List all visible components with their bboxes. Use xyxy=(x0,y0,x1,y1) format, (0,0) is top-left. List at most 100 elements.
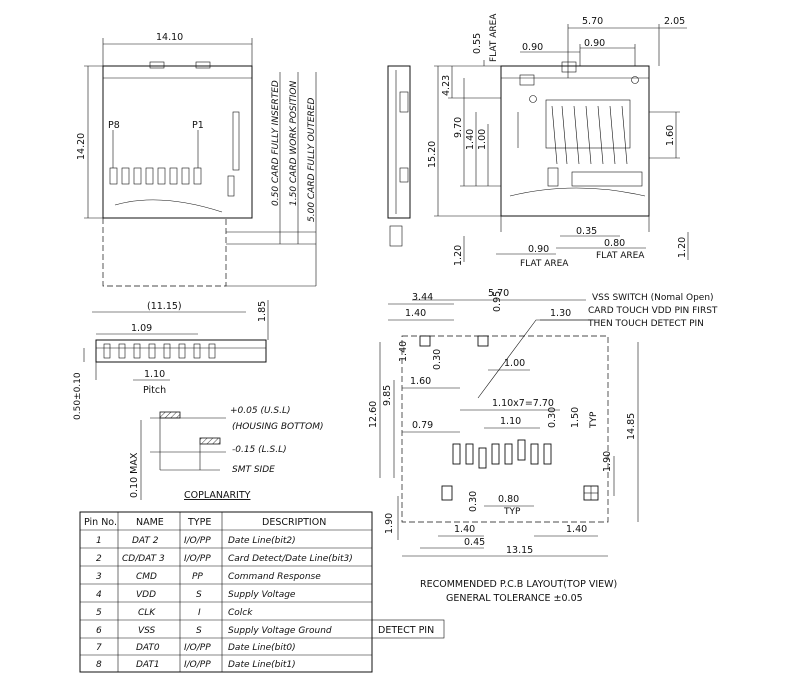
cp-smt: SMT SIDE xyxy=(232,465,275,475)
cell-name: DAT0 xyxy=(136,643,160,653)
rv-140: 1.40 xyxy=(465,129,476,150)
pcb-pads xyxy=(452,439,552,469)
table-header-type: TYPE xyxy=(187,517,211,528)
pcb-190b: 1.90 xyxy=(384,513,395,534)
rv-970: 9.70 xyxy=(453,117,464,138)
cell-type: S xyxy=(196,626,202,636)
cell-name: VSS xyxy=(138,626,156,636)
pcb-095: 0.95 xyxy=(492,291,503,312)
cp-title: COPLANARITY xyxy=(184,490,251,501)
rv-035: 0.35 xyxy=(576,226,597,237)
pcb-985: 9.85 xyxy=(382,385,393,406)
table-header-desc: DESCRIPTION xyxy=(262,517,326,528)
rv-090b: 0.90 xyxy=(584,38,605,49)
pcb-080: 0.80 xyxy=(498,494,519,505)
cell-type: I/O/PP xyxy=(184,554,211,564)
table-row: 6 VSS S Supply Voltage Ground xyxy=(96,626,332,636)
cell-pin: 8 xyxy=(96,660,102,670)
pcb-caption2: GENERAL TOLERANCE ±0.05 xyxy=(446,593,583,604)
rv-100: 1.00 xyxy=(477,129,488,150)
pcb-045: 0.45 xyxy=(464,537,485,548)
rv-flat-bl: FLAT AREA xyxy=(520,259,569,269)
table-header-pin: Pin No. xyxy=(84,517,117,528)
cell-type: I xyxy=(198,608,201,618)
table-row: 8 DAT1 I/O/PP Date Line(bit1) xyxy=(96,660,296,670)
pcb-note1: VSS SWITCH (Nomal Open) xyxy=(592,293,714,303)
pcb-140c: 1.40 xyxy=(454,524,475,535)
pcb-030b: 0.30 xyxy=(547,407,558,428)
rv-090c: 0.90 xyxy=(528,244,549,255)
card-pos-work: 1.50 CARD WORK POSITION xyxy=(289,81,299,206)
pcb-344: 3.44 xyxy=(412,292,433,303)
pcb-1315: 13.15 xyxy=(506,545,533,556)
cell-type: I/O/PP xyxy=(184,660,211,670)
cell-pin: 1 xyxy=(96,536,102,546)
table-header-name: NAME xyxy=(136,517,164,528)
cell-name: CLK xyxy=(138,608,156,618)
rv-flat-top: FLAT AREA xyxy=(489,13,499,62)
cell-desc: Colck xyxy=(228,608,253,618)
cell-pin: 3 xyxy=(96,572,102,582)
cell-pin: 4 xyxy=(96,590,102,600)
rv-205: 2.05 xyxy=(664,16,685,27)
pcb-130: 1.30 xyxy=(550,308,571,319)
top-view: 14.10 14.20 P8 P1 xyxy=(76,32,317,287)
table-row: 3 CMD PP Command Response xyxy=(96,572,321,582)
sv-109: 1.09 xyxy=(131,323,152,334)
rv-080: 0.80 xyxy=(604,238,625,249)
pcb-layout: 5.70 3.44 1.40 0.95 1.30 1.40 0.30 1.00 … xyxy=(368,288,718,604)
pcb-570: 5.70 xyxy=(488,288,509,299)
cell-pin: 7 xyxy=(96,643,102,653)
p1-label: P1 xyxy=(192,120,204,131)
rv-120a: 1.20 xyxy=(453,245,464,266)
cp-usl: +0.05 (U.S.L) xyxy=(230,406,291,416)
table-row: 2 CD/DAT 3 I/O/PP Card Detect/Date Line(… xyxy=(96,554,353,564)
pcb-110: 1.10 xyxy=(500,416,521,427)
pcb-typ2: TYP xyxy=(503,507,521,517)
cell-type: PP xyxy=(192,572,203,582)
sv-050: 0.50±0.10 xyxy=(73,372,83,420)
pcb-140b: 1.40 xyxy=(398,341,409,362)
detect-pin-label: DETECT PIN xyxy=(378,625,434,636)
table-row: 4 VDD S Supply Voltage xyxy=(96,590,296,600)
cell-pin: 6 xyxy=(96,626,102,636)
cell-desc: Supply Voltage Ground xyxy=(228,626,332,636)
pcb-030a: 0.30 xyxy=(432,349,443,370)
pcb-typ1: TYP xyxy=(589,411,599,429)
rv-flat-br: FLAT AREA xyxy=(596,251,645,261)
top-contacts xyxy=(109,130,202,185)
cell-type: S xyxy=(196,590,202,600)
table-row: 1 DAT 2 I/O/PP Date Line(bit2) xyxy=(96,536,296,546)
cell-name: DAT1 xyxy=(136,660,160,670)
sv-110: 1.10 xyxy=(144,369,165,380)
cp-housing: (HOUSING BOTTOM) xyxy=(232,422,324,432)
right-contacts xyxy=(551,105,628,165)
pcb-030c: 0.30 xyxy=(468,491,479,512)
cell-name: VDD xyxy=(136,590,156,600)
rv-570: 5.70 xyxy=(582,16,603,27)
pcb-caption1: RECOMMENDED P.C.B LAYOUT(TOP VIEW) xyxy=(420,579,617,590)
cell-desc: Date Line(bit2) xyxy=(228,536,296,546)
cell-pin: 2 xyxy=(96,554,102,564)
pcb-140d: 1.40 xyxy=(566,524,587,535)
pcb-1485: 14.85 xyxy=(626,413,637,440)
top-width-dim: 14.10 xyxy=(156,32,183,43)
p8-label: P8 xyxy=(108,120,120,131)
side-view: (11.15) 1.09 1.85 1.10 Pitch 0.50±0.10 xyxy=(73,300,269,420)
pcb-note2: CARD TOUCH VDD PIN FIRST xyxy=(588,306,718,316)
cell-type: I/O/PP xyxy=(184,643,211,653)
pcb-140a: 1.40 xyxy=(405,308,426,319)
cell-name: CMD xyxy=(136,572,157,582)
card-pos-outered: 5.00 CARD FULLY OUTERED xyxy=(307,98,317,222)
pcb-110x7: 1.10x7=7.70 xyxy=(492,398,554,409)
cell-desc: Command Response xyxy=(228,572,321,582)
sv-185: 1.85 xyxy=(257,301,268,322)
cell-desc: Card Detect/Date Line(bit3) xyxy=(228,554,353,564)
cell-name: DAT 2 xyxy=(132,536,159,546)
pcb-190a: 1.90 xyxy=(602,451,613,472)
rv-055: 0.55 xyxy=(472,33,483,54)
sv-1115: (11.15) xyxy=(147,301,182,312)
table-row: 7 DAT0 I/O/PP Date Line(bit0) xyxy=(96,643,296,653)
pcb-079: 0.79 xyxy=(412,420,433,431)
